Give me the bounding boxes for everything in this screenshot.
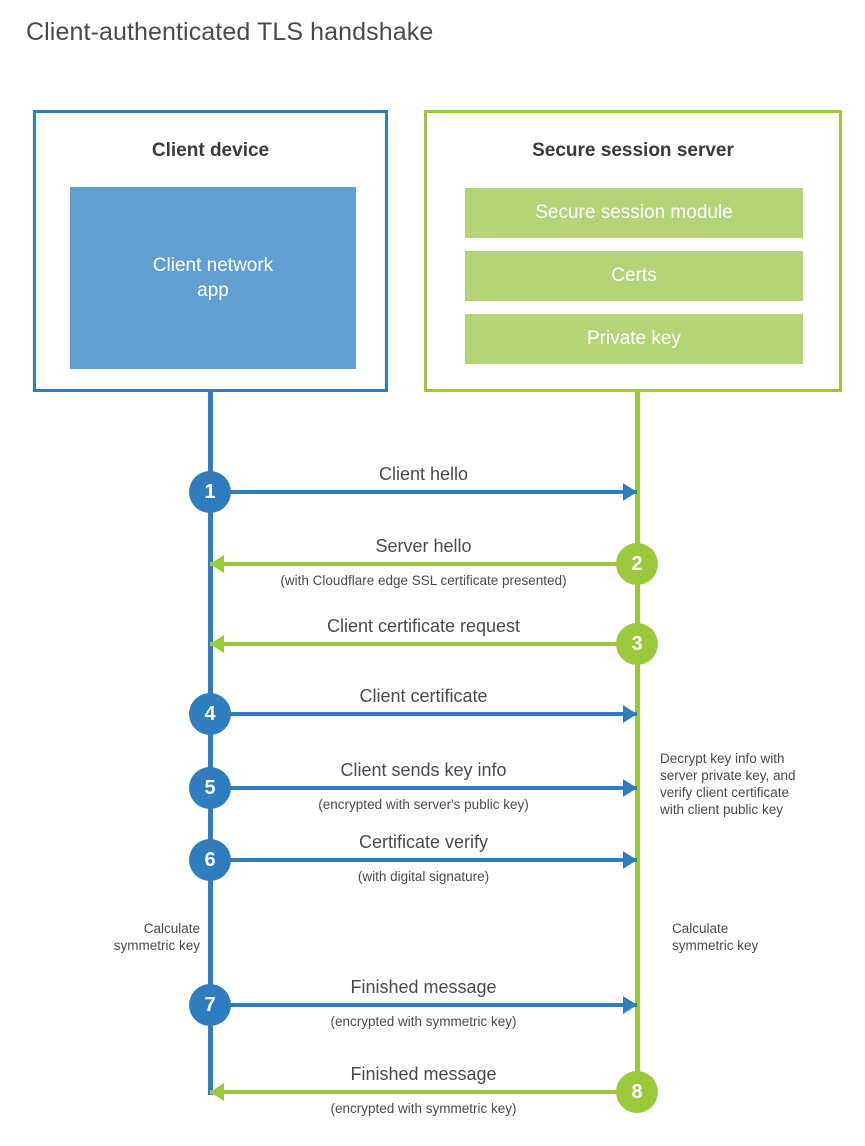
server-component-certs: Certs xyxy=(465,251,803,301)
step-circle-1[interactable]: 1 xyxy=(189,471,231,513)
arrow-shaft-step-5 xyxy=(210,786,637,790)
arrow-sublabel-step-2: (with Cloudflare edge SSL certificate pr… xyxy=(280,573,567,588)
arrow-shaft-step-2 xyxy=(210,562,637,566)
server-lifeline xyxy=(635,392,640,1092)
arrow-sublabel-step-6: (with digital signature) xyxy=(357,869,490,884)
arrow-head-step-7 xyxy=(623,996,637,1014)
arrow-label-step-2: Server hello xyxy=(375,536,472,556)
arrow-shaft-step-4 xyxy=(210,712,637,716)
client-lifeline xyxy=(208,392,213,1095)
step-circle-6[interactable]: 6 xyxy=(189,839,231,881)
arrow-label-step-1: Client hello xyxy=(378,464,469,484)
arrow-label-step-3: Client certificate request xyxy=(326,616,521,636)
arrow-sublabel-step-7: (encrypted with symmetric key) xyxy=(330,1014,517,1029)
arrow-shaft-step-1 xyxy=(210,490,637,494)
arrow-label-step-5: Client sends key info xyxy=(340,760,507,780)
server-component-secure-session-module: Secure session module xyxy=(465,188,803,238)
arrow-label-step-7: Finished message xyxy=(350,977,497,997)
arrow-head-step-6 xyxy=(623,851,637,869)
secure-session-server-box: Secure session server Secure session mod… xyxy=(424,110,842,392)
arrow-head-step-2 xyxy=(210,555,224,573)
arrow-shaft-step-3 xyxy=(210,642,637,646)
arrow-label-step-8: Finished message xyxy=(350,1064,497,1084)
arrow-sublabel-step-8: (encrypted with symmetric key) xyxy=(330,1101,517,1116)
arrow-sublabel-step-5: (encrypted with server's public key) xyxy=(318,797,529,812)
arrow-label-step-6: Certificate verify xyxy=(358,832,489,852)
secure-session-server-title: Secure session server xyxy=(532,140,734,161)
arrow-shaft-step-7 xyxy=(210,1003,637,1007)
arrow-head-step-5 xyxy=(623,779,637,797)
arrow-head-step-8 xyxy=(210,1083,224,1101)
arrow-label-step-4: Client certificate xyxy=(359,686,488,706)
arrow-head-step-1 xyxy=(623,483,637,501)
arrow-head-step-4 xyxy=(623,705,637,723)
step-circle-7[interactable]: 7 xyxy=(189,984,231,1026)
step-circle-5[interactable]: 5 xyxy=(189,767,231,809)
client-device-title: Client device xyxy=(151,140,270,161)
server-component-private-key: Private key xyxy=(465,314,803,364)
step-circle-3[interactable]: 3 xyxy=(616,623,658,665)
step-circle-4[interactable]: 4 xyxy=(189,693,231,735)
arrow-shaft-step-6 xyxy=(210,858,637,862)
arrow-shaft-step-8 xyxy=(210,1090,637,1094)
step-circle-2[interactable]: 2 xyxy=(616,543,658,585)
page-title: Client-authenticated TLS handshake xyxy=(26,18,434,46)
arrow-head-step-3 xyxy=(210,635,224,653)
step-circle-8[interactable]: 8 xyxy=(616,1071,658,1113)
